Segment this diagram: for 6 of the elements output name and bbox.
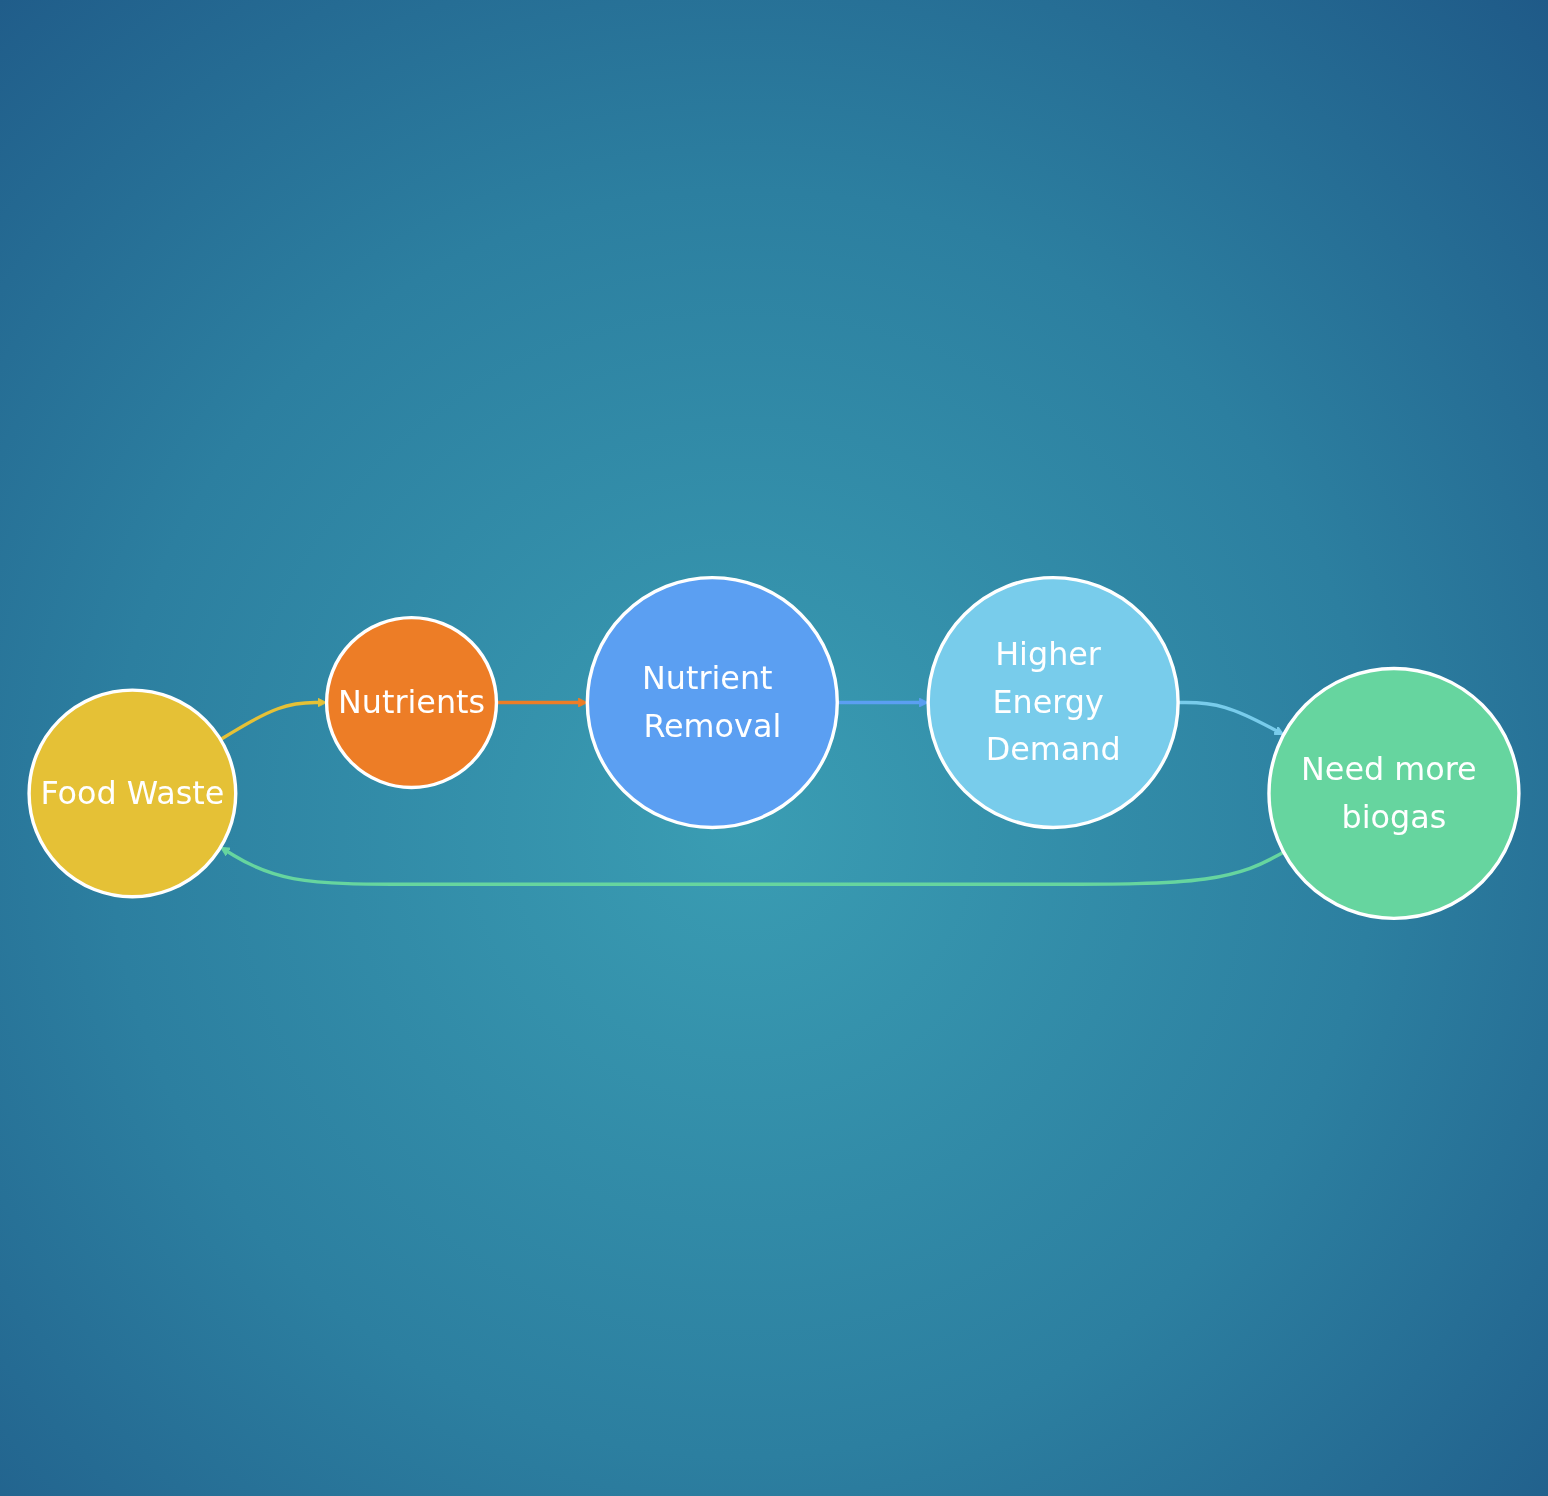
node-circle: Need more biogas — [1267, 666, 1521, 921]
node-circle: Food Waste — [27, 688, 238, 899]
node-circle: Higher Energy Demand — [926, 575, 1180, 830]
node-circle: Nutrients — [324, 615, 499, 790]
arrow — [220, 846, 1285, 887]
node-circle: Nutrient Removal — [585, 575, 839, 830]
